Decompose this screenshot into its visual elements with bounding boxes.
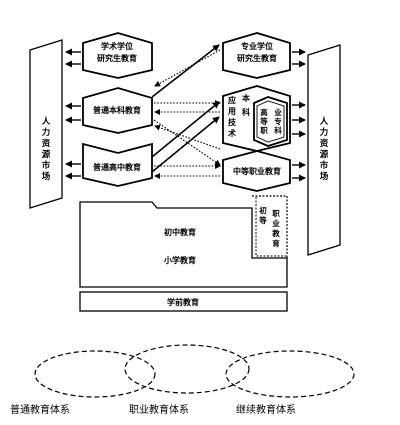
dotted-crossflow-arrows <box>153 49 221 179</box>
junior-vocational-char: 育 <box>272 238 280 248</box>
right-market-char: 源 <box>320 149 329 160</box>
academic-postgrad-label-2: 研究生教育 <box>97 53 137 63</box>
left-human-resource-market: 人 力 资 源 市 场 <box>29 39 63 209</box>
higher-vocational-box: 高 等 职 业 专 科 <box>253 96 288 147</box>
left-market-char: 场 <box>42 171 51 182</box>
primary-label: 小学教育 <box>163 255 196 265</box>
higher-vocational-char: 科 <box>274 125 282 135</box>
vocational-education-ellipse <box>124 344 250 394</box>
left-market-char: 源 <box>42 149 51 160</box>
preschool-block: 学前教育 <box>79 291 288 312</box>
junior-vocational-block: 初 等 职 业 教 育 <box>254 197 286 257</box>
professional-postgrad-box: 专业学位 研究生教育 <box>222 32 291 79</box>
secondary-vocational-label: 中等职业教育 <box>233 166 281 176</box>
academic-postgrad-label-1: 学术学位 <box>101 41 133 51</box>
right-market-char: 人 <box>320 116 329 127</box>
education-system-ellipses <box>34 344 355 398</box>
junior-vocational-char: 等 <box>259 215 267 225</box>
higher-vocational-char: 专 <box>274 116 282 126</box>
left-market-char: 市 <box>42 160 51 171</box>
junior-vocational-char: 业 <box>272 218 280 228</box>
continuing-education-system-label: 继续教育体系 <box>236 403 296 416</box>
higher-vocational-char: 高 <box>260 107 268 117</box>
right-market-char: 市 <box>320 160 329 171</box>
basic-education-block: 初中教育 小学教育 <box>79 195 288 288</box>
junior-vocational-char: 职 <box>272 209 280 218</box>
preschool-label: 学前教育 <box>167 297 199 307</box>
continuing-education-ellipse <box>225 350 355 398</box>
right-market-char: 力 <box>320 127 329 138</box>
professional-postgrad-label-1: 专业学位 <box>241 41 273 51</box>
professional-postgrad-label-2: 研究生教育 <box>237 53 277 63</box>
higher-vocational-char: 职 <box>260 126 268 135</box>
junior-vocational-char: 初 <box>259 205 267 215</box>
applied-tech-char: 术 <box>227 128 236 138</box>
arrows-to-right-market <box>292 48 306 182</box>
undergrad-char: 本 <box>241 93 250 103</box>
junior-high-label: 初中教育 <box>164 227 196 237</box>
general-education-ellipse <box>34 350 156 398</box>
left-market-char: 力 <box>42 127 51 138</box>
secondary-vocational-box: 中等职业教育 <box>222 150 291 192</box>
general-undergrad-box: 普通本科教育 <box>82 87 153 134</box>
right-market-char: 资 <box>320 138 329 149</box>
arrows-to-left-market <box>65 48 81 180</box>
applied-tech-char: 用 <box>227 107 236 116</box>
higher-vocational-char: 等 <box>260 116 268 126</box>
general-education-system-label: 普通教育体系 <box>10 403 70 416</box>
higher-vocational-char: 业 <box>274 107 282 117</box>
right-market-char: 场 <box>320 171 329 182</box>
undergrad-char: 科 <box>242 107 250 117</box>
right-human-resource-market: 人 力 资 源 市 场 <box>307 44 341 256</box>
applied-tech-char: 应 <box>228 95 236 105</box>
general-highschool-box: 普通高中教育 <box>82 142 153 187</box>
left-market-char: 人 <box>42 116 51 127</box>
left-market-char: 资 <box>42 138 51 149</box>
academic-postgrad-box: 学术学位 研究生教育 <box>82 32 153 79</box>
general-undergrad-label: 普通本科教育 <box>93 105 141 115</box>
solid-progression-arrows <box>151 44 220 173</box>
applied-tech-char: 技 <box>228 117 237 127</box>
junior-vocational-char: 教 <box>271 228 280 238</box>
vocational-education-system-label: 职业教育体系 <box>129 403 189 416</box>
general-highschool-label: 普通高中教育 <box>93 162 141 172</box>
